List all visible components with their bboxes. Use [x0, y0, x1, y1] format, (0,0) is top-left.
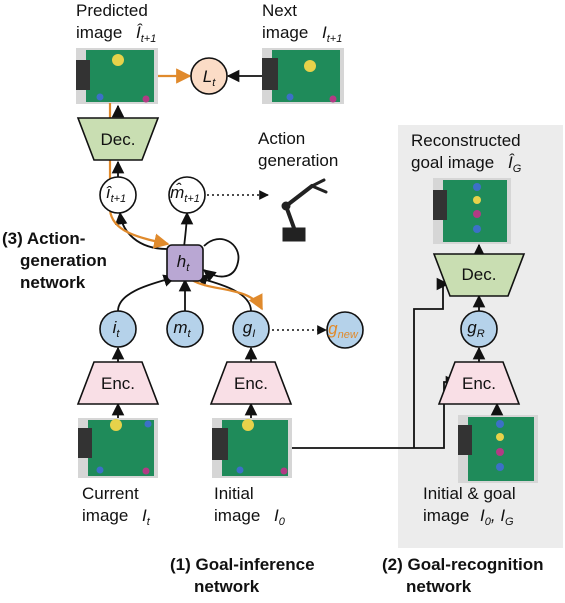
initial-goal-image-thumb	[458, 415, 538, 483]
goal-inference-network-title: (1) Goal-inference network	[170, 555, 315, 596]
svg-text:Dec.: Dec.	[101, 130, 136, 149]
svg-text:Ît+1: Ît+1	[136, 23, 156, 45]
svg-text:image: image	[423, 506, 469, 525]
decoder-right: Dec.	[432, 253, 526, 297]
svg-text:gR: gR	[467, 318, 484, 340]
predicted-image-feature-node: ît+1	[99, 176, 137, 214]
loss-node: Lt	[190, 57, 228, 95]
svg-text:mt: mt	[173, 318, 191, 340]
svg-text:gI: gI	[243, 318, 256, 340]
svg-text:Initial: Initial	[214, 484, 254, 503]
svg-text:(1) Goal-inference: (1) Goal-inference	[170, 555, 315, 574]
svg-text:It: It	[142, 506, 151, 528]
initial-image-label: Initial image I0	[214, 484, 286, 528]
svg-text:Initial & goal: Initial & goal	[423, 484, 516, 503]
svg-text:ht: ht	[177, 252, 190, 274]
svg-text:(2) Goal-recognition: (2) Goal-recognition	[382, 555, 544, 574]
svg-text:ît+1: ît+1	[106, 183, 126, 205]
svg-text:m̂t+1: m̂t+1	[170, 182, 200, 205]
initial-image-thumb	[212, 418, 292, 478]
svg-text:Lt: Lt	[203, 67, 216, 89]
svg-text:generation: generation	[20, 251, 107, 270]
svg-text:Action: Action	[258, 129, 305, 148]
robot-arm-icon	[281, 178, 328, 242]
svg-text:I0: I0	[274, 506, 286, 528]
svg-text:Predicted: Predicted	[76, 1, 148, 20]
svg-text:It+1: It+1	[322, 23, 342, 45]
svg-text:Current: Current	[82, 484, 139, 503]
svg-text:generation: generation	[258, 151, 338, 170]
svg-text:(3) Action-: (3) Action-	[2, 229, 85, 248]
predicted-image-thumb	[76, 48, 158, 104]
new-goal-node: gnew	[326, 311, 364, 349]
svg-text:Next: Next	[262, 1, 297, 20]
svg-text:ÎG: ÎG	[508, 153, 522, 175]
decoder-left: Dec.	[76, 117, 160, 161]
current-image-thumb	[78, 418, 158, 478]
hidden-state-node: ht	[166, 244, 204, 282]
reconstructed-goal-label: Reconstructed goal image ÎG	[411, 131, 522, 175]
motion-node: mt	[166, 310, 204, 348]
svg-text:gnew: gnew	[328, 319, 359, 341]
action-generation-label: Action generation	[258, 129, 338, 170]
action-generation-network-title: (3) Action- generation network	[2, 229, 107, 292]
goal-inference-node: gI	[232, 310, 270, 348]
predicted-motion-node: m̂t+1	[168, 176, 206, 214]
goal-recognition-node: gR	[460, 310, 498, 348]
svg-text:image: image	[262, 23, 308, 42]
svg-text:image: image	[214, 506, 260, 525]
current-image-label: Current image It	[82, 484, 151, 528]
goal-recognition-network-title: (2) Goal-recognition network	[382, 555, 544, 596]
svg-text:network: network	[194, 577, 260, 596]
svg-text:Enc.: Enc.	[101, 374, 135, 393]
svg-text:Reconstructed: Reconstructed	[411, 131, 521, 150]
encoder-current: Enc.	[76, 361, 160, 405]
predicted-image-label: Predicted image Ît+1	[76, 1, 156, 45]
initial-goal-image-label: Initial & goal image I0, IG	[423, 484, 516, 528]
svg-text:Enc.: Enc.	[462, 374, 496, 393]
encoder-right: Enc.	[437, 361, 521, 405]
svg-text:network: network	[20, 273, 86, 292]
next-image-label: Next image It+1	[262, 1, 342, 45]
svg-text:goal image: goal image	[411, 153, 494, 172]
svg-text:Enc.: Enc.	[234, 374, 268, 393]
encoder-initial: Enc.	[209, 361, 293, 405]
next-image-thumb	[262, 48, 344, 104]
image-feature-node: it	[99, 310, 137, 348]
svg-text:image: image	[76, 23, 122, 42]
svg-text:image: image	[82, 506, 128, 525]
svg-text:it: it	[113, 318, 121, 340]
reconstructed-goal-image-thumb	[433, 178, 511, 244]
svg-text:network: network	[406, 577, 472, 596]
svg-text:Dec.: Dec.	[462, 265, 497, 284]
svg-text:I0, IG: I0, IG	[480, 506, 514, 528]
